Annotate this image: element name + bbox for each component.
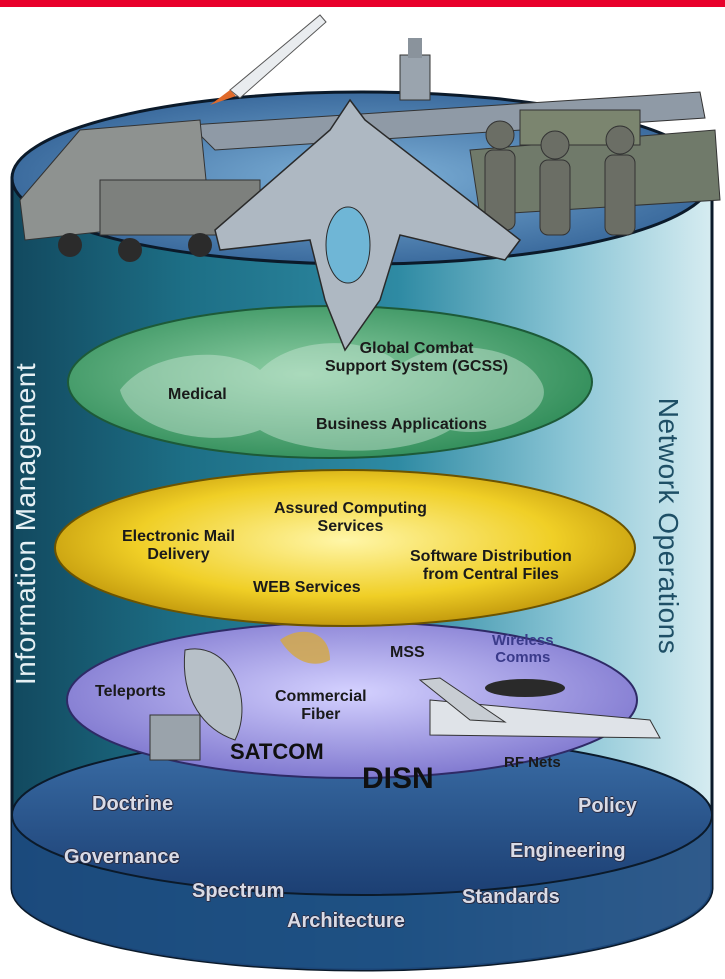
awacs-aircraft-illustration (418, 677, 661, 739)
engineering-label: Engineering (510, 840, 626, 862)
mss-label: MSS (390, 644, 425, 661)
gcss-label: Global Combat Support System (GCSS) (325, 340, 509, 375)
web-services-label: WEB Services (253, 579, 361, 596)
architecture-label: Architecture (287, 910, 405, 932)
assured-computing-label: Assured Computing Services (274, 500, 427, 535)
satellite-dish-illustration (149, 648, 243, 761)
teleports-label: Teleports (95, 683, 166, 700)
applications-layer (67, 305, 593, 459)
medical-label: Medical (168, 386, 227, 403)
services-layer (54, 469, 636, 627)
network-operations-label: Network Operations (653, 397, 685, 655)
rf-nets-label: RF Nets (504, 754, 561, 771)
satcom-label: SATCOM (230, 739, 324, 764)
governance-label: Governance (64, 846, 180, 868)
commercial-fiber-label: Commercial Fiber (275, 688, 367, 723)
electronic-mail-label: Electronic Mail Delivery (122, 528, 235, 563)
information-management-label: Information Management (10, 362, 42, 686)
policy-label: Policy (578, 795, 637, 817)
business-applications-label: Business Applications (316, 416, 487, 433)
standards-label: Standards (462, 886, 560, 908)
fiber-bundle-illustration (280, 631, 330, 664)
top-accent-bar (0, 0, 725, 7)
software-distribution-label: Software Distribution from Central Files (410, 548, 572, 583)
wireless-comms-label: Wireless Comms (492, 632, 554, 666)
spectrum-label: Spectrum (192, 880, 285, 902)
doctrine-label: Doctrine (92, 793, 174, 815)
military-assets-illustration (19, 14, 721, 352)
disn-label: DISN (362, 762, 434, 795)
